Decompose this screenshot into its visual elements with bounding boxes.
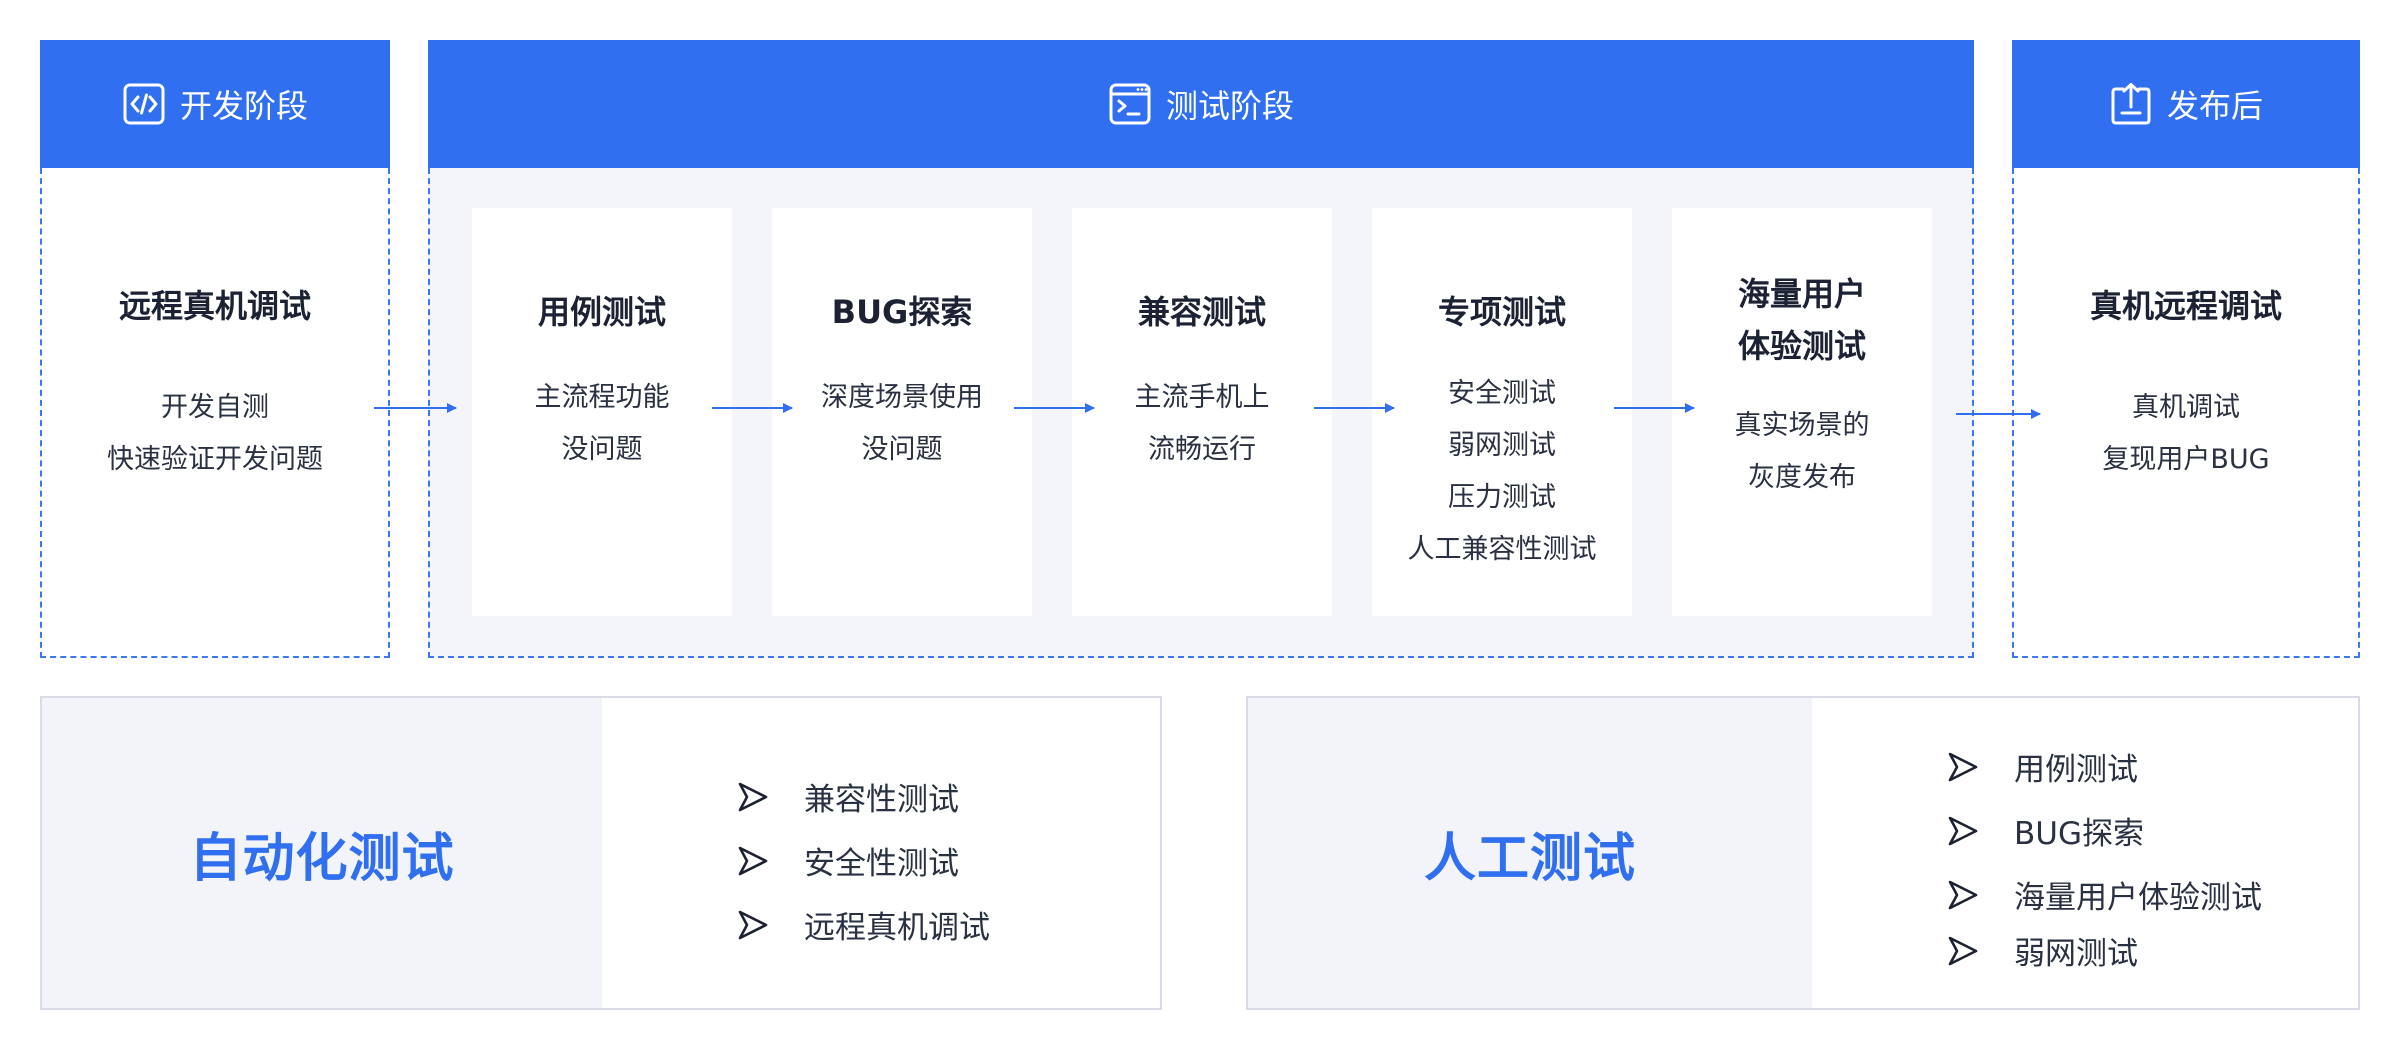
card-title: 专项测试 (1437, 293, 1566, 331)
auto-testing-title-area: 自动化测试 (42, 698, 602, 1008)
list-item-label: 弱网测试 (2014, 936, 2138, 972)
list-item: BUG探索 (1946, 808, 2144, 853)
dev-line: 快速验证开发问题 (107, 444, 323, 475)
card-line: 安全测试 (1448, 378, 1556, 409)
card-line: 流畅运行 (1148, 434, 1256, 465)
dev-line: 开发自测 (161, 392, 269, 423)
stage-header-test: 测试阶段 (428, 40, 1974, 168)
card-line: 压力测试 (1448, 482, 1556, 513)
card-line: 人工兼容性测试 (1407, 534, 1597, 565)
test-card-compat: 兼容测试 主流手机上 流畅运行 (1072, 208, 1332, 616)
dev-column-lines: 开发自测 快速验证开发问题 (107, 382, 323, 486)
card-line: 灰度发布 (1748, 462, 1856, 493)
card-line: 弱网测试 (1448, 430, 1556, 461)
send-arrow-icon (1948, 936, 1978, 965)
card-lines: 主流程功能 没问题 (535, 372, 670, 476)
send-arrow-icon (1948, 816, 1978, 845)
card-title-line: 海量用户 (1737, 275, 1866, 313)
upload-document-icon (2111, 83, 2151, 125)
card-title: 用例测试 (537, 293, 666, 331)
card-line: 主流手机上 (1134, 382, 1270, 413)
release-column-title: 真机远程调试 (2089, 287, 2282, 325)
list-item-label: 安全性测试 (804, 846, 959, 882)
send-arrow-icon (1948, 880, 1978, 909)
card-lines: 安全测试 弱网测试 压力测试 人工兼容性测试 (1408, 368, 1597, 576)
list-item: 兼容性测试 (736, 774, 959, 819)
manual-testing-title: 人工测试 (1423, 828, 1636, 889)
stage-title-release: 发布后 (2166, 87, 2263, 125)
card-title: 兼容测试 (1137, 293, 1266, 331)
card-line: 没问题 (561, 434, 643, 465)
stage-title-test: 测试阶段 (1165, 87, 1294, 125)
auto-testing-title: 自动化测试 (189, 828, 455, 889)
card-line: 主流程功能 (534, 382, 670, 413)
send-arrow-icon (738, 910, 768, 939)
list-item: 海量用户体验测试 (1946, 872, 2262, 917)
card-lines: 主流手机上 流畅运行 (1135, 372, 1270, 476)
list-item-label: 兼容性测试 (804, 782, 959, 818)
card-lines: 真实场景的 灰度发布 (1735, 400, 1870, 504)
card-lines: 深度场景使用 没问题 (821, 372, 983, 476)
stage-header-dev: 开发阶段 (40, 40, 390, 168)
stage-header-release: 发布后 (2012, 40, 2360, 168)
card-line: 真实场景的 (1734, 410, 1870, 441)
test-card-massive: 海量用户 体验测试 真实场景的 灰度发布 (1672, 208, 1932, 616)
stage-body-dev: 远程真机调试 开发自测 快速验证开发问题 (40, 168, 390, 658)
terminal-icon (1109, 83, 1151, 125)
release-line: 复现用户BUG (2102, 444, 2270, 475)
list-item-label: 用例测试 (2014, 752, 2138, 788)
send-arrow-icon (1948, 752, 1978, 781)
release-line: 真机调试 (2132, 392, 2240, 423)
code-window-icon (123, 83, 165, 125)
list-item: 远程真机调试 (736, 902, 990, 947)
card-line: 没问题 (861, 434, 943, 465)
release-column-lines: 真机调试 复现用户BUG (2102, 382, 2269, 486)
send-arrow-icon (738, 782, 768, 811)
dev-column-title: 远程真机调试 (118, 287, 311, 325)
list-item: 安全性测试 (736, 838, 959, 883)
list-item: 弱网测试 (1946, 928, 2138, 973)
list-item: 用例测试 (1946, 744, 2138, 789)
manual-testing-title-area: 人工测试 (1248, 698, 1812, 1008)
card-line: 深度场景使用 (821, 382, 983, 413)
card-title-line: 体验测试 (1737, 327, 1866, 365)
list-item-label: 海量用户体验测试 (2014, 880, 2262, 916)
card-title: 海量用户 体验测试 (1738, 268, 1866, 372)
send-arrow-icon (738, 846, 768, 875)
list-item-label: BUG探索 (2014, 816, 2144, 852)
stage-title-dev: 开发阶段 (179, 87, 308, 125)
test-card-case: 用例测试 主流程功能 没问题 (472, 208, 732, 616)
test-card-bug: BUG探索 深度场景使用 没问题 (772, 208, 1032, 616)
list-item-label: 远程真机调试 (804, 910, 990, 946)
flow-arrows (374, 403, 2041, 419)
auto-testing-panel: 自动化测试 兼容性测试 安全性测试 远程真机调试 (40, 696, 1162, 1010)
card-title: BUG探索 (831, 293, 973, 331)
manual-testing-panel: 人工测试 用例测试 BUG探索 海量用户体验测试 弱网测试 (1246, 696, 2360, 1010)
test-card-special: 专项测试 安全测试 弱网测试 压力测试 人工兼容性测试 (1372, 208, 1632, 616)
